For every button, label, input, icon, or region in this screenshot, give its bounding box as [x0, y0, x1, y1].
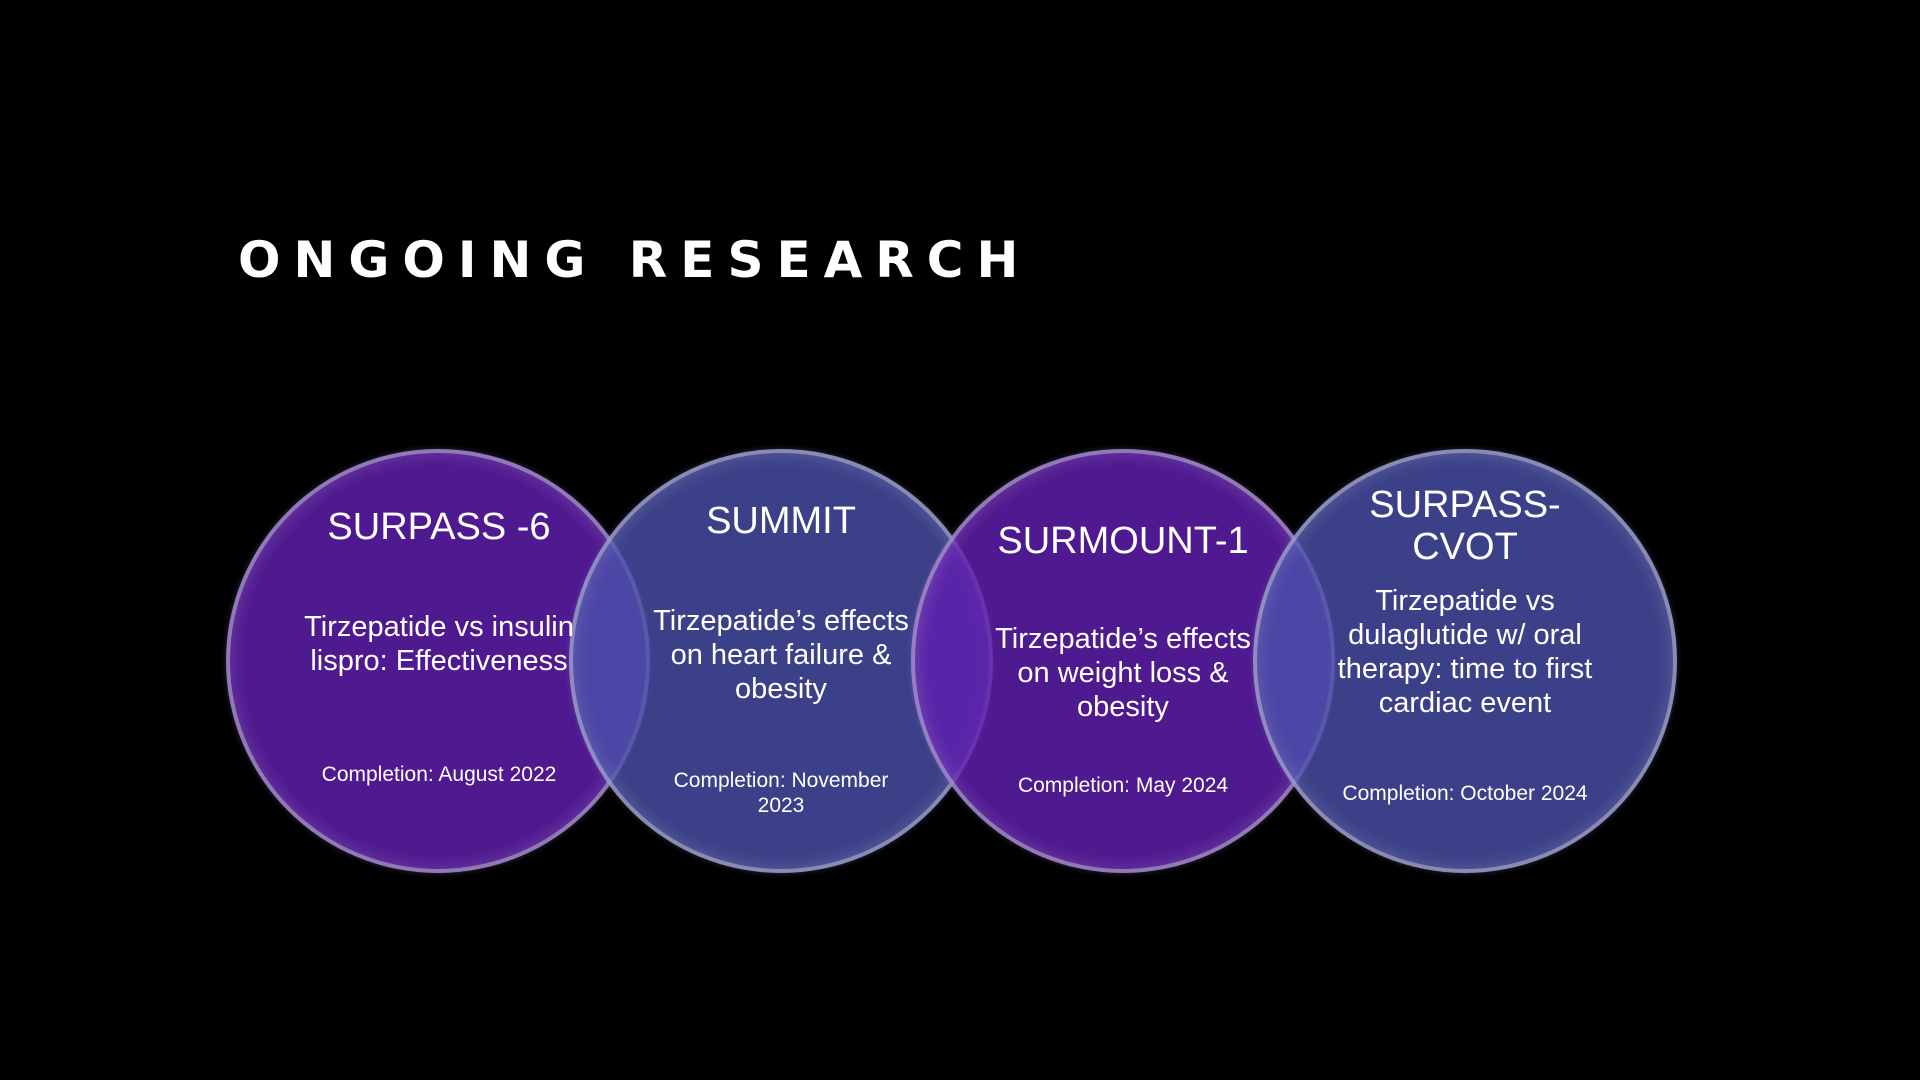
slide-title: ONGOING RESEARCH [238, 231, 1032, 289]
trial-description: Tirzepatide’s effects on heart failure &… [653, 605, 909, 705]
trial-completion: Completion: August 2022 [321, 763, 557, 786]
trial-description: Tirzepatide vs insulin lispro: Effective… [304, 611, 574, 677]
trial-description: Tirzepatide vs dulaglutide w/ oral thera… [1337, 585, 1593, 719]
trial-description: Tirzepatide’s effects on weight loss & o… [995, 623, 1251, 723]
trial-name: SUMMIT [706, 500, 856, 542]
trial-completion: Completion: May 2024 [1017, 774, 1229, 797]
trial-completion: Completion: October 2024 [1342, 782, 1588, 805]
trial-name: SURPASS-CVOT [1369, 484, 1561, 568]
trial-circle-surpass-cvot [1253, 449, 1677, 873]
trial-completion: Completion: November 2023 [673, 769, 889, 817]
trial-name: SURPASS -6 [327, 506, 551, 548]
trial-name: SURMOUNT-1 [997, 520, 1249, 562]
